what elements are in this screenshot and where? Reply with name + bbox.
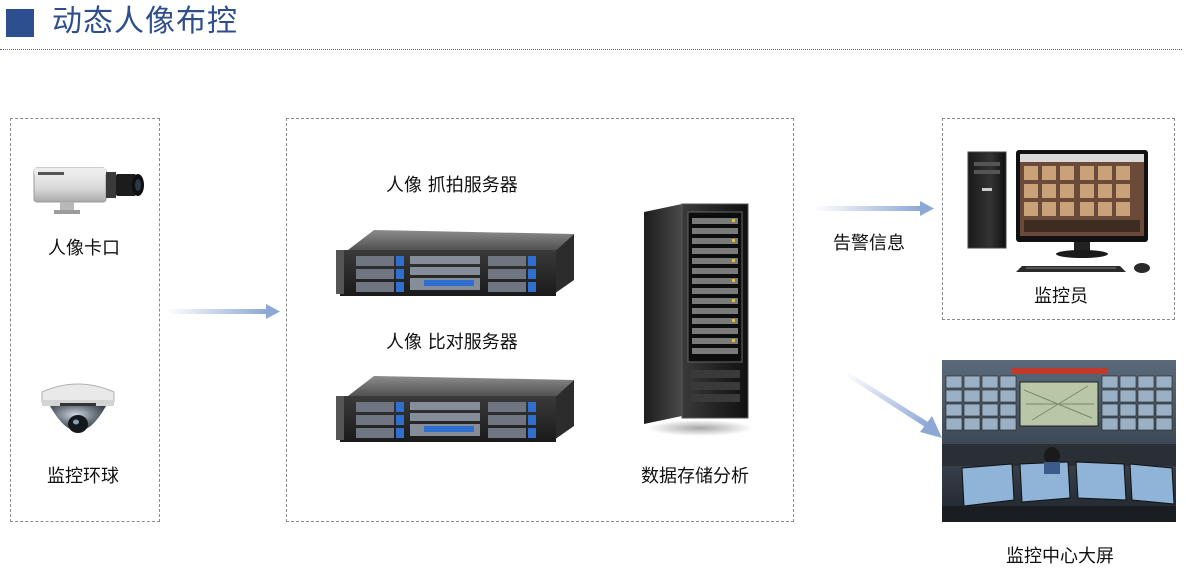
arrow-diagonal-icon: [846, 372, 942, 438]
title-square-icon: [6, 9, 34, 37]
storage-tower-icon: [644, 203, 754, 436]
compare-server-icon: [336, 376, 574, 442]
wall-label: 监控中心大屏: [1006, 546, 1114, 567]
camera-label: 人像卡口: [48, 238, 120, 259]
arrow-alert-icon: [814, 201, 934, 216]
storage-label: 数据存储分析: [641, 466, 749, 487]
operator-box: [942, 118, 1175, 320]
dome-label: 监控环球: [47, 466, 119, 487]
capture-server-icon: [336, 230, 574, 296]
devices-box: [10, 118, 160, 522]
alert-label: 告警信息: [833, 233, 905, 254]
compare-server-label: 人像 比对服务器: [386, 332, 518, 353]
workstation-icon: [967, 150, 1150, 273]
capture-server-label: 人像 抓拍服务器: [386, 175, 518, 196]
title-divider: [0, 49, 1182, 50]
page-title: 动态人像布控: [52, 4, 238, 39]
arrow-right-icon: [166, 304, 280, 319]
monitoring-wall-image: [942, 360, 1176, 522]
servers-box: [286, 118, 794, 522]
operator-label: 监控员: [1034, 286, 1088, 307]
dome-camera-icon: [41, 383, 115, 433]
box-camera-icon: [33, 167, 144, 214]
